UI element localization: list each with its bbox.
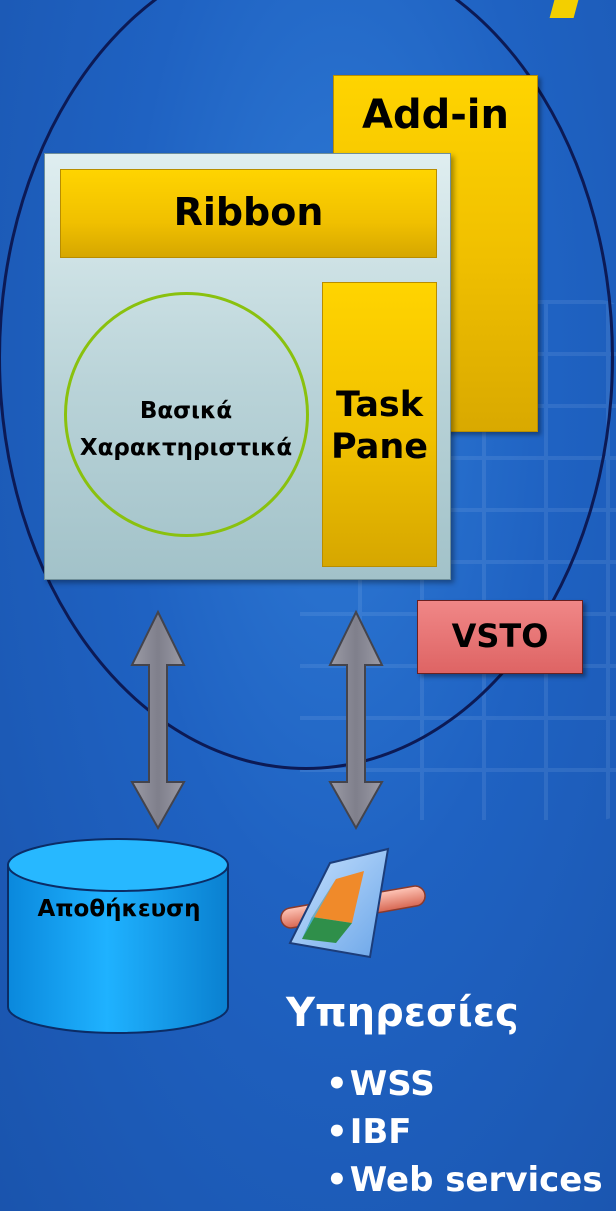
core-label-line1: Βασικά: [139, 398, 233, 424]
taskpane-label-line1: Task: [335, 385, 424, 425]
database-cylinder-icon: [7, 838, 229, 1034]
core-features-label: Βασικά Χαρακτηριστικά: [60, 393, 312, 467]
services-title: Υπηρεσίες: [286, 990, 519, 1036]
vsto-box: [417, 600, 583, 674]
core-features-circle: [64, 292, 309, 537]
ribbon-box: [60, 169, 437, 258]
taskpane-label-line2: Pane: [331, 427, 428, 467]
services-list-item-wss: WSS: [326, 1060, 616, 1108]
addin-label: Add-in: [361, 92, 509, 138]
core-label-line2: Χαρακτηριστικά: [79, 435, 293, 461]
vsto-boundary-ellipse: [0, 0, 614, 770]
services-double-arrow-icon: [328, 609, 384, 831]
taskpane-box: [322, 282, 437, 567]
storage-label: Αποθήκευση: [37, 896, 201, 922]
ribbon-label: Ribbon: [173, 190, 324, 234]
services-connector-icon: [280, 847, 426, 959]
storage-double-arrow-icon: [130, 609, 186, 831]
services-list-item-ibf: IBF: [326, 1108, 616, 1156]
services-list-item-web-services: Web services: [326, 1156, 616, 1204]
services-list: WSS IBF Web services: [326, 1060, 616, 1204]
vsto-label: VSTO: [451, 617, 549, 655]
taskpane-label: Task Pane: [322, 384, 437, 468]
